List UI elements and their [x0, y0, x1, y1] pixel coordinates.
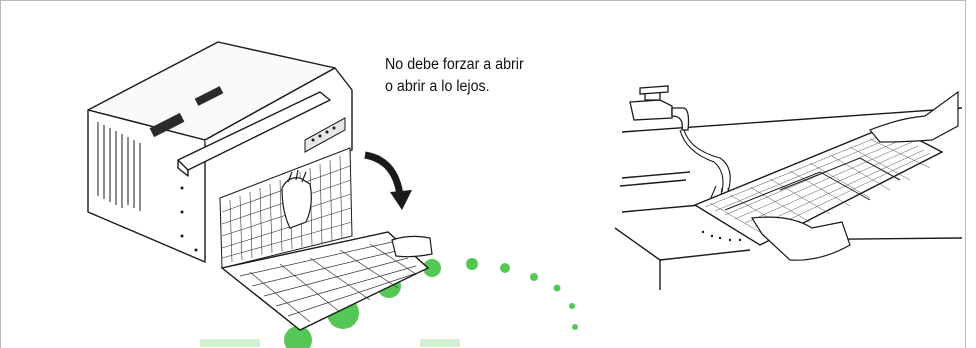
instruction-line-1: No debe forzar a abrir [385, 56, 524, 73]
instruction-caption: No debe forzar a abrir o abrir a lo lejo… [385, 54, 606, 98]
instruction-line-2: o abrir a lo lejos. [385, 78, 490, 95]
